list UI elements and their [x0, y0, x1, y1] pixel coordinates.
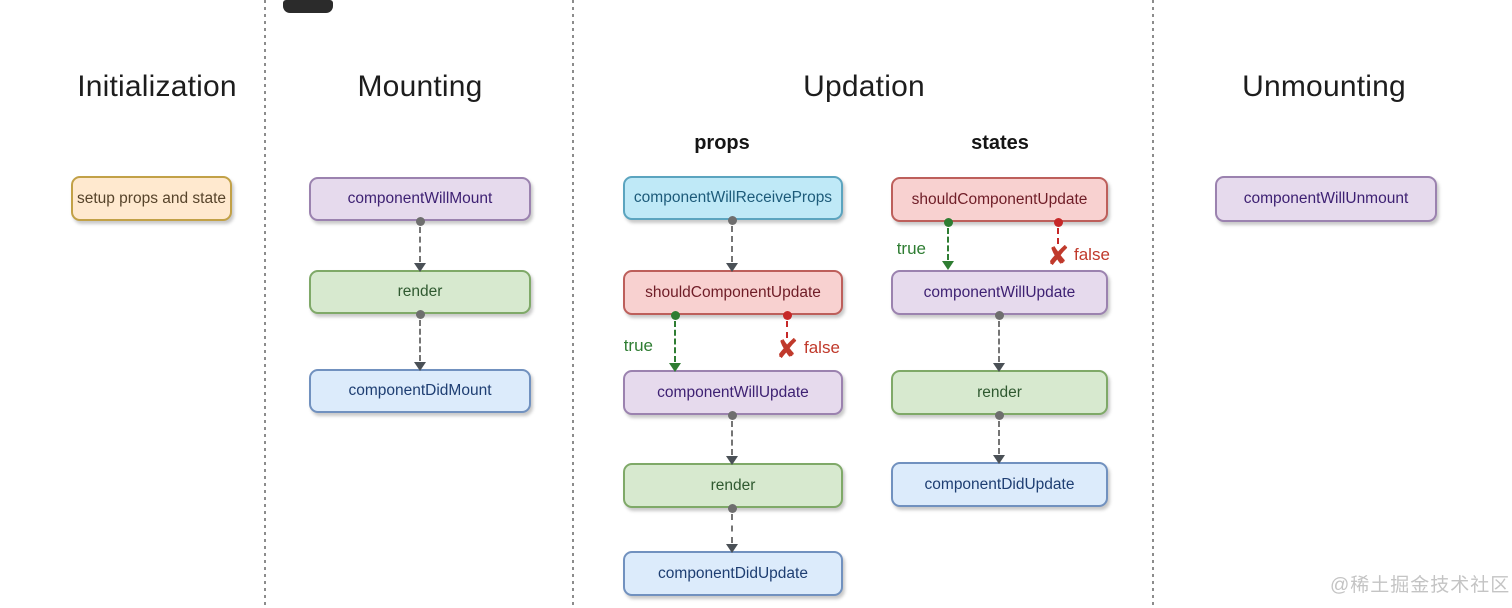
node-shouldcomponentupdate-props: shouldComponentUpdate: [623, 270, 843, 315]
false-label-states: false: [1074, 245, 1110, 264]
node-componentdidupdate-props: componentDidUpdate: [623, 551, 843, 596]
node-componentwillupdate-props: componentWillUpdate: [623, 370, 843, 415]
node-componentwillupdate-states: componentWillUpdate: [891, 270, 1108, 315]
false-branch-stub-states: [1052, 218, 1064, 245]
watermark: @稀土掘金技术社区: [1330, 575, 1511, 596]
node-render-mounting: render: [309, 270, 531, 314]
node-setup-props-and-state: setup props and state: [71, 176, 232, 221]
column-separator: [1152, 0, 1154, 608]
true-branch-arrow-props: [669, 311, 681, 372]
true-label-states: true: [896, 239, 926, 258]
phase-title-initialization: Initialization: [77, 70, 237, 103]
false-x-icon-states: ✘: [1046, 241, 1070, 271]
flow-arrow: [726, 504, 738, 553]
false-label-props: false: [804, 338, 840, 357]
node-render-states: render: [891, 370, 1108, 415]
node-componentwillreceiveprops: componentWillReceiveProps: [623, 176, 843, 220]
true-label-props: true: [623, 336, 653, 355]
subflow-title-props: props: [694, 132, 750, 154]
node-componentdidupdate-states: componentDidUpdate: [891, 462, 1108, 507]
column-separator: [572, 0, 574, 608]
false-branch-stub-props: [781, 311, 793, 339]
phase-title-updation: Updation: [803, 70, 925, 103]
subflow-title-states: states: [971, 132, 1029, 154]
flow-arrow: [414, 310, 426, 371]
flow-arrow: [726, 216, 738, 272]
node-componentdidmount: componentDidMount: [309, 369, 531, 413]
phase-title-unmounting: Unmounting: [1242, 70, 1406, 103]
flow-arrow: [993, 411, 1005, 464]
node-componentwillmount: componentWillMount: [309, 177, 531, 221]
false-x-icon-props: ✘: [775, 334, 799, 364]
top-dark-tab: [283, 0, 333, 13]
flow-arrow: [414, 217, 426, 272]
column-separator: [264, 0, 266, 608]
node-componentwillunmount: componentWillUnmount: [1215, 176, 1437, 222]
flow-arrow: [993, 311, 1005, 372]
phase-title-mounting: Mounting: [357, 70, 483, 103]
flow-arrow: [726, 411, 738, 465]
node-render-props: render: [623, 463, 843, 508]
node-shouldcomponentupdate-states: shouldComponentUpdate: [891, 177, 1108, 222]
true-branch-arrow-states: [942, 218, 954, 270]
